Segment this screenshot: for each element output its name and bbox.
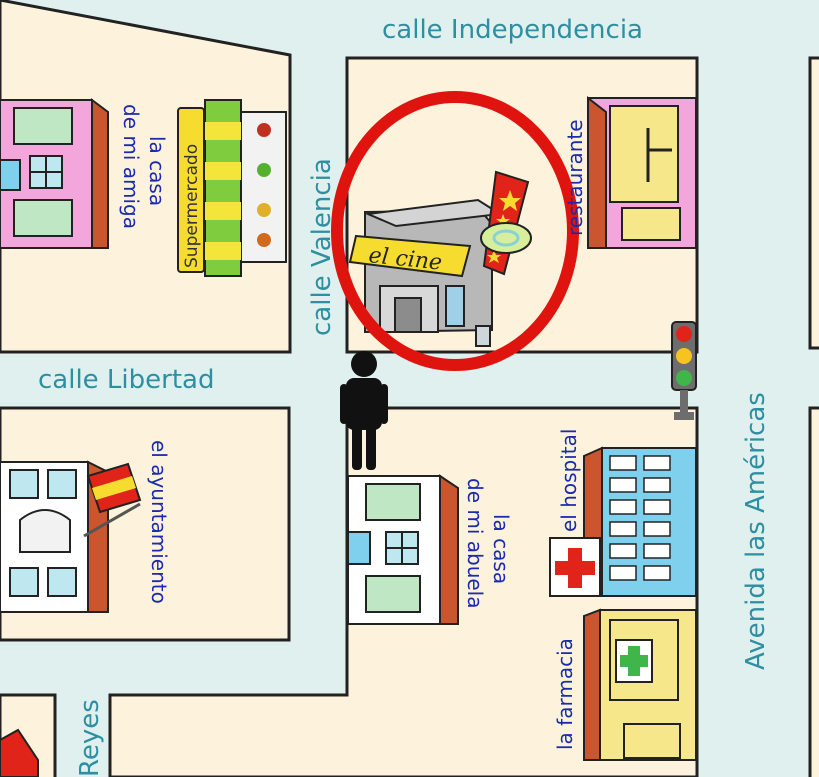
label-casa-abuela-1: la casa: [489, 514, 513, 584]
street-label-americas: Avenida las Américas: [741, 392, 771, 670]
cine-disc: [480, 222, 532, 254]
flag-pole: [83, 502, 141, 538]
label-casa-amiga-1: la casa: [145, 136, 169, 206]
restaurante: [587, 95, 697, 249]
spain-flag-icon: [86, 462, 142, 514]
house-amiga: [0, 98, 109, 249]
cine-building: el cine: [348, 170, 532, 347]
cine-highlight-circle: [331, 91, 579, 371]
label-hospital: el hospital: [557, 429, 581, 532]
star-icon: [499, 190, 521, 211]
supermercado: Supermercado: [177, 99, 287, 277]
block-right-top: [808, 56, 819, 350]
block-right-bottom: [808, 406, 819, 777]
street-label-independencia: calle Independencia: [382, 15, 643, 45]
person-icon: [340, 351, 388, 470]
supermercado-label: Supermercado: [182, 144, 202, 268]
street-label-valencia: calle Valencia: [307, 158, 337, 336]
street-label-libertad: calle Libertad: [38, 365, 214, 395]
house-abuela: [347, 474, 459, 625]
label-casa-amiga-2: de mi amiga: [119, 104, 143, 229]
star-icon: [487, 250, 501, 263]
street-label-reyes: Reyes: [75, 699, 105, 777]
traffic-light-icon: [671, 321, 697, 420]
label-casa-abuela-2: de mi abuela: [463, 478, 487, 609]
small-house: [0, 728, 39, 777]
label-farmacia: la farmacia: [553, 638, 577, 750]
hospital: [549, 446, 697, 597]
label-ayuntamiento: el ayuntamiento: [147, 440, 171, 604]
label-restaurante: restaurante: [563, 119, 587, 236]
supermercado-sign: [177, 107, 205, 273]
ayuntamiento: [0, 460, 142, 613]
farmacia: [583, 608, 697, 761]
